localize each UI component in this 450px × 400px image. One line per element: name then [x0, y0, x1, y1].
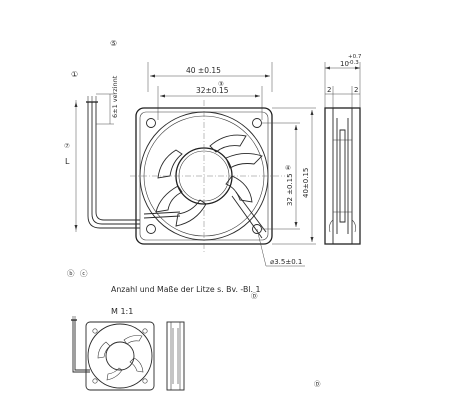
side-flange-left: 2: [327, 86, 331, 94]
marker-c: ⓒ: [80, 269, 88, 278]
side-view: 10 +0.7 -0.3 2 2: [324, 54, 362, 245]
small-side-view: [166, 321, 185, 391]
scale-label: M 1:1: [111, 307, 133, 316]
side-tol-plus: +0.7: [348, 54, 362, 60]
marker-bottom-right: Ⓓ: [314, 380, 321, 388]
vertical-outer-label: 40±0.15: [302, 168, 310, 198]
marker-top-center: ⑤: [110, 39, 117, 48]
vertical-marker: ④: [285, 164, 291, 172]
small-front-view: [71, 316, 155, 391]
note-marker: Ⓓ: [251, 292, 258, 300]
wire-length-label: L: [65, 157, 70, 166]
wire-marker: ⑦: [64, 142, 70, 150]
front-view: 40 ±0.15 ③ 32±0.15: [64, 62, 316, 267]
marker-left-top: ①: [71, 70, 78, 79]
hole-diameter-label: ⌀3.5±0.1: [270, 258, 302, 266]
vertical-inner-label: 32 ±0.15: [286, 173, 294, 206]
marker-b: ⓑ: [67, 269, 75, 278]
litze-note: Anzahl und Maße der Litze s. Bv. -Bl. 1: [111, 285, 260, 294]
outer-width-label: 40 ±0.15: [186, 66, 221, 75]
inner-width-label: 32±0.15: [196, 86, 229, 95]
side-tol-minus: -0.3: [348, 60, 359, 66]
side-flange-right: 2: [354, 86, 358, 94]
outer-width-marker: ③: [218, 80, 224, 88]
wire-strip-label: 6±1 verzinnt: [111, 75, 119, 118]
side-depth-label: 10: [340, 60, 349, 68]
